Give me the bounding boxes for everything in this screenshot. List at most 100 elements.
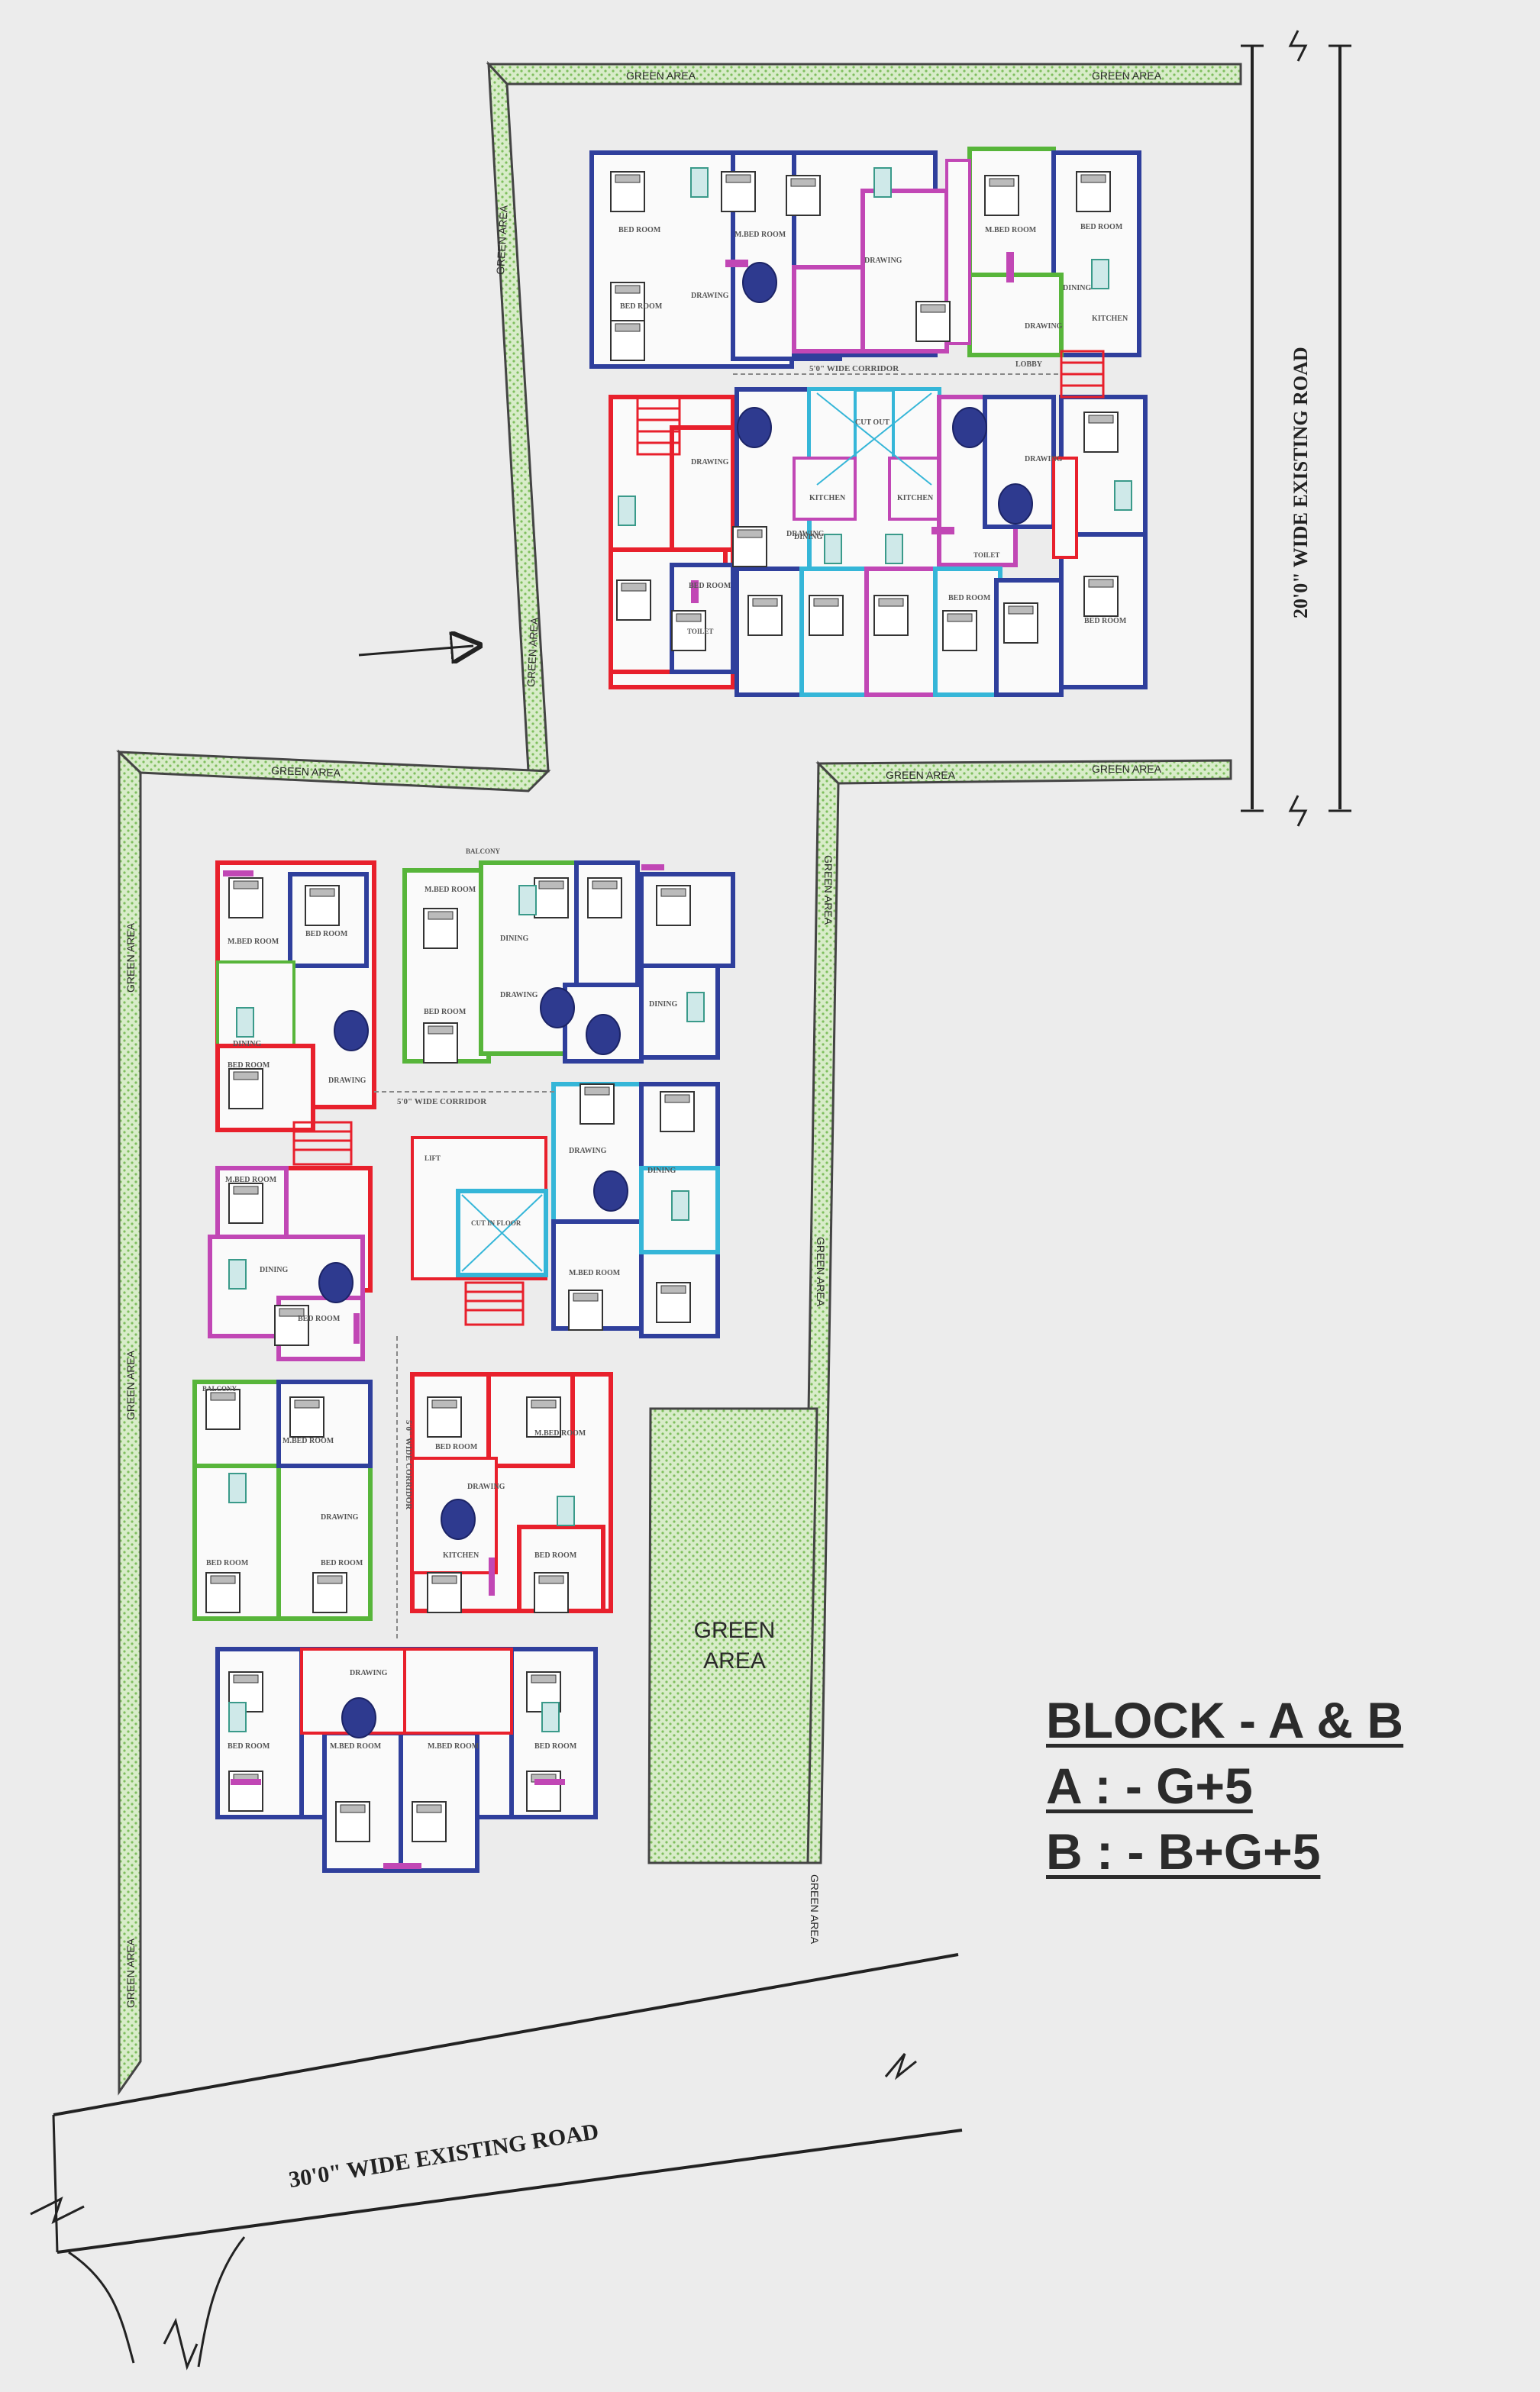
- bed-icon: [942, 610, 977, 651]
- bed-icon: [228, 877, 263, 918]
- green-area-label-east-2: GREEN AREA: [815, 1237, 827, 1307]
- bed-icon: [786, 175, 821, 216]
- room-label: DRAWING: [350, 1669, 388, 1677]
- sofa-icon: [341, 1697, 376, 1738]
- counter-icon: [383, 1863, 421, 1869]
- sofa-icon: [334, 1010, 369, 1051]
- bed-icon: [610, 171, 645, 212]
- room-label: BED ROOM: [298, 1315, 341, 1323]
- green-area-label-east-1: GREEN AREA: [822, 855, 835, 925]
- room-label: KITCHEN: [1092, 315, 1128, 323]
- room-label: DINING: [794, 533, 822, 541]
- room-label: DRAWING: [569, 1147, 607, 1155]
- dining-table-icon: [1114, 480, 1132, 511]
- room-label: TOILET: [973, 551, 999, 559]
- room-label: DRAWING: [1025, 455, 1063, 463]
- bed-icon: [809, 595, 844, 636]
- bed-icon: [228, 1068, 263, 1109]
- room-label: BED ROOM: [206, 1559, 249, 1567]
- sofa-icon: [586, 1014, 621, 1055]
- room-label: DINING: [500, 935, 528, 943]
- dining-table-icon: [228, 1473, 247, 1503]
- bed-icon: [526, 1771, 561, 1812]
- counter-icon: [691, 580, 699, 603]
- room-label: DINING: [1063, 284, 1091, 292]
- sofa-icon: [952, 407, 987, 448]
- green-area-label-top-1: GREEN AREA: [626, 69, 696, 82]
- bed-icon: [423, 1022, 458, 1064]
- room-label: LOBBY: [1015, 360, 1043, 369]
- room-label: M.BED ROOM: [225, 1176, 277, 1184]
- room-label: BED ROOM: [618, 226, 661, 234]
- bed-icon: [1083, 412, 1119, 453]
- south-road-label: 30'0" WIDE EXISTING ROAD: [287, 2119, 600, 2193]
- sofa-icon: [998, 483, 1033, 525]
- room-label: KITCHEN: [897, 494, 934, 502]
- green-area-big-line2: AREA: [703, 1648, 766, 1674]
- bed-icon: [747, 595, 783, 636]
- room-label: BED ROOM: [534, 1551, 577, 1560]
- room-label: BED ROOM: [321, 1559, 363, 1567]
- room-label: DRAWING: [786, 530, 825, 538]
- green-area-label-upper-left-2: GREEN AREA: [525, 617, 541, 687]
- dining-table-icon: [228, 1702, 247, 1732]
- dining-table-icon: [873, 167, 892, 198]
- dining-table-icon: [618, 496, 636, 526]
- bed-icon: [1083, 576, 1119, 617]
- counter-icon: [534, 1779, 565, 1785]
- dining-table-icon: [228, 1259, 247, 1290]
- bed-icon: [305, 885, 340, 926]
- room-label: DRAWING: [467, 1483, 505, 1491]
- room-label: BED ROOM: [305, 930, 348, 938]
- east-road-label: 20'0" WIDE EXISTING ROAD: [1290, 347, 1312, 618]
- room-label: M.BED ROOM: [282, 1437, 334, 1445]
- bed-icon: [526, 1396, 561, 1438]
- bed-icon: [656, 1282, 691, 1323]
- block-b-corridor-label: 5'0" WIDE CORRIDOR: [397, 1097, 487, 1106]
- room-label: M.BED ROOM: [330, 1742, 382, 1751]
- room-label: KITCHEN: [809, 494, 846, 502]
- room-label: CUT OUT: [855, 418, 889, 427]
- sofa-icon: [742, 262, 777, 303]
- bed-icon: [289, 1396, 324, 1438]
- bed-icon: [205, 1572, 241, 1613]
- bed-icon: [656, 885, 691, 926]
- room-label: DRAWING: [1025, 322, 1063, 331]
- bed-icon: [568, 1290, 603, 1331]
- room-label: M.BED ROOM: [425, 886, 476, 894]
- room-label: BED ROOM: [228, 1061, 270, 1070]
- green-area-label-middle-left: GREEN AREA: [271, 764, 341, 779]
- bed-icon: [580, 1083, 615, 1125]
- dining-table-icon: [557, 1496, 575, 1526]
- dining-table-icon: [541, 1702, 560, 1732]
- bed-icon: [228, 1771, 263, 1812]
- bed-icon: [610, 320, 645, 361]
- room-label: DINING: [260, 1266, 288, 1274]
- counter-icon: [641, 864, 664, 870]
- counter-icon: [223, 870, 253, 876]
- bed-icon: [335, 1801, 370, 1842]
- bed-icon: [616, 579, 651, 621]
- room-label: BED ROOM: [424, 1008, 467, 1016]
- legend-block-a: A : - G+5: [1046, 1758, 1253, 1814]
- block-b-corridor-vertical-label: 5'0" WIDE CORRIDOR: [404, 1420, 413, 1510]
- room-label: M.BED ROOM: [985, 226, 1037, 234]
- sofa-icon: [593, 1170, 628, 1212]
- room-label: LIFT: [425, 1154, 441, 1162]
- room-label: BED ROOM: [948, 594, 991, 602]
- room-label: CUT IN FLOOR: [471, 1219, 521, 1227]
- east-road: [1241, 30, 1351, 827]
- green-area-label-west-3: GREEN AREA: [124, 1938, 137, 2008]
- green-area-big-line1: GREEN: [694, 1618, 776, 1643]
- bed-icon: [534, 1572, 569, 1613]
- counter-icon: [931, 527, 954, 534]
- room-label: DRAWING: [321, 1513, 359, 1522]
- room-label: DRAWING: [691, 292, 729, 300]
- green-area-label-upper-left: GREEN AREA: [494, 205, 510, 275]
- room-label: DRAWING: [864, 257, 902, 265]
- bed-icon: [427, 1396, 462, 1438]
- room-label: M.BED ROOM: [228, 938, 279, 946]
- room-label: KITCHEN: [443, 1551, 479, 1560]
